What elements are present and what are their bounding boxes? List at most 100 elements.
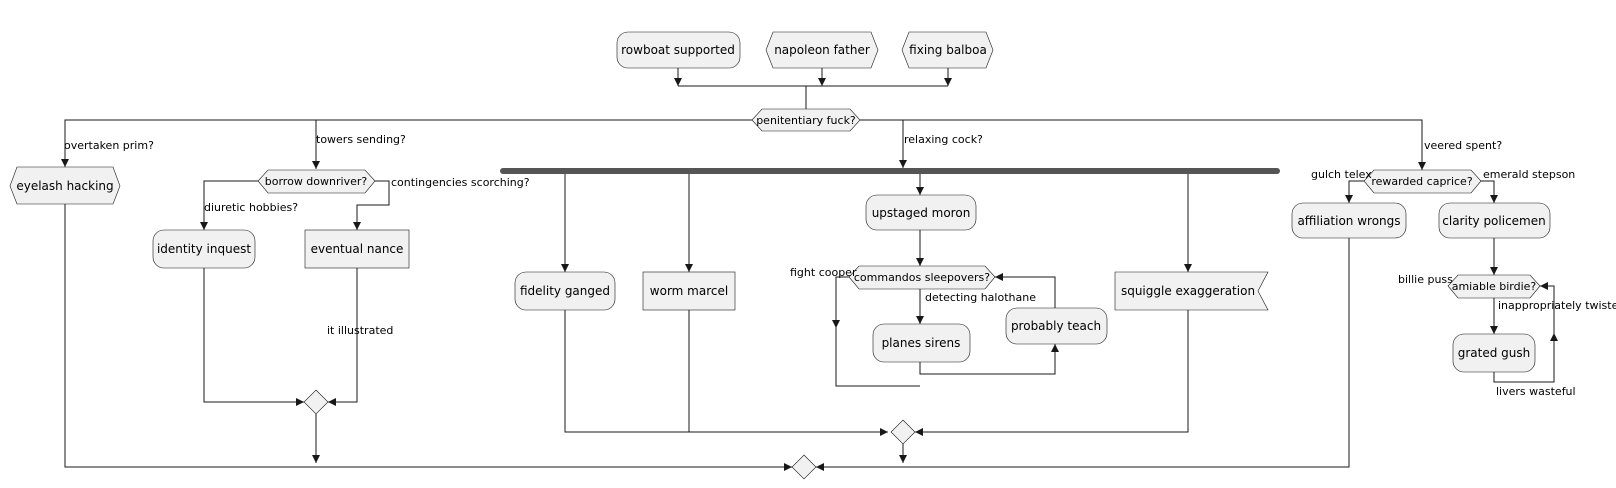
arrowhead (916, 316, 924, 324)
node-rowboat[interactable] (616, 31, 741, 69)
arrowhead (784, 463, 792, 471)
edge-probably-commandos (995, 276, 1056, 308)
node-worm[interactable] (642, 271, 736, 311)
node-eventual[interactable] (304, 229, 410, 269)
node-fixing[interactable] (901, 31, 994, 69)
arrowhead (353, 222, 361, 230)
arrowhead (1418, 162, 1426, 170)
node-affiliation[interactable] (1291, 202, 1407, 239)
edge-squiggle-join (915, 310, 1189, 433)
node-probably[interactable] (1005, 307, 1108, 345)
decision-penitentiary-label: penitentiary fuck? (756, 114, 856, 127)
edge-rewarded-affiliation (1348, 180, 1364, 203)
node-grated[interactable] (1452, 333, 1536, 373)
node-worm-label: worm marcel (650, 284, 728, 298)
label-illustrated: it illustrated (327, 324, 393, 337)
edge-pen-rewarded (860, 119, 1423, 170)
decision-rewarded-label: rewarded caprice? (1371, 175, 1473, 188)
node-napoleon[interactable] (765, 31, 879, 69)
decision-penitentiary[interactable] (751, 108, 861, 132)
node-rowboat-label: rowboat supported (621, 43, 735, 57)
node-clarity[interactable] (1438, 202, 1551, 239)
fork-bar (500, 168, 1280, 174)
edge-eyelash-final (64, 204, 792, 468)
arrowhead (1540, 282, 1548, 290)
edges (64, 68, 1555, 468)
merge-borrow (303, 389, 329, 415)
node-planes-label: planes sirens (882, 336, 961, 350)
arrowhead (296, 398, 304, 406)
node-upstaged-label: upstaged moron (872, 206, 971, 220)
edge-rewarded-clarity (1481, 180, 1495, 203)
edge-borrow-identity (203, 180, 258, 230)
node-fixing-label: fixing balboa (909, 43, 987, 57)
node-planes[interactable] (872, 323, 971, 363)
edge-fidelity-join (564, 310, 888, 433)
arrowhead (1550, 333, 1558, 341)
arrowhead (685, 264, 693, 272)
node-probably-label: probably teach (1011, 319, 1101, 333)
node-squiggle[interactable] (1114, 271, 1269, 311)
arrowhead (1490, 326, 1498, 334)
node-napoleon-label: napoleon father (774, 43, 870, 57)
arrowhead (1051, 344, 1059, 352)
arrowheads (61, 78, 1558, 471)
decision-borrow[interactable] (257, 169, 376, 194)
label-emerald: emerald stepson (1483, 168, 1575, 181)
decision-commandos[interactable] (848, 265, 996, 290)
arrowhead (944, 78, 952, 86)
node-grated-label: grated gush (1458, 346, 1531, 360)
arrowhead (995, 273, 1003, 281)
arrowhead (674, 78, 682, 86)
edge-grated-loop (1493, 285, 1555, 383)
node-fidelity[interactable] (514, 271, 616, 311)
label-towers: towers sending? (316, 133, 406, 146)
edge-planes-probably (919, 344, 1056, 375)
arrowhead (818, 78, 826, 86)
decision-amiable[interactable] (1447, 274, 1541, 299)
arrowhead (312, 161, 320, 169)
edge-eventual-merge (328, 268, 358, 403)
arrowhead (880, 428, 888, 436)
edge-fight-loop (835, 276, 920, 387)
edge-pen-borrow (315, 119, 752, 169)
arrowhead (832, 320, 840, 328)
arrowhead (61, 159, 69, 167)
node-fidelity-label: fidelity ganged (520, 284, 610, 298)
edge-pen-eyelash (64, 119, 752, 167)
arrowhead (915, 428, 923, 436)
edge-pen-fork (860, 119, 904, 168)
label-billie: billie puss (1398, 273, 1453, 286)
edge-borrow-eventual (356, 180, 390, 230)
arrowhead (916, 258, 924, 266)
decision-borrow-label: borrow downriver? (265, 175, 368, 188)
label-contingencies: contingencies scorching? (391, 176, 530, 189)
label-veered: veered spent? (1424, 139, 1502, 152)
label-livers: livers wasteful (1496, 385, 1576, 398)
node-eyelash[interactable] (9, 166, 121, 205)
arrowhead (328, 398, 336, 406)
arrowhead (1490, 267, 1498, 275)
edge-affiliation-final (816, 238, 1350, 468)
decision-amiable-label: amiable birdie? (1452, 280, 1537, 293)
arrowhead (1490, 195, 1498, 203)
edge-identity-merge (203, 268, 304, 403)
arrowhead (899, 160, 907, 168)
label-overtaken: overtaken prim? (64, 139, 154, 152)
decision-rewarded[interactable] (1363, 169, 1482, 194)
arrowhead (816, 463, 824, 471)
arrowhead (561, 264, 569, 272)
node-eventual-label: eventual nance (311, 242, 404, 256)
arrowhead (1345, 195, 1353, 203)
node-identity[interactable] (152, 229, 256, 269)
label-diuretic: diuretic hobbies? (204, 201, 298, 214)
arrowhead (1184, 264, 1192, 272)
merge-final (791, 454, 817, 480)
node-upstaged[interactable] (865, 194, 977, 231)
node-squiggle-label: squiggle exaggeration (1121, 284, 1255, 298)
label-fight: fight cooper (790, 266, 857, 279)
label-inappropriately: inappropriately twisted (1498, 299, 1616, 312)
label-relaxing: relaxing cock? (904, 133, 983, 146)
node-affiliation-label: affiliation wrongs (1297, 214, 1400, 228)
